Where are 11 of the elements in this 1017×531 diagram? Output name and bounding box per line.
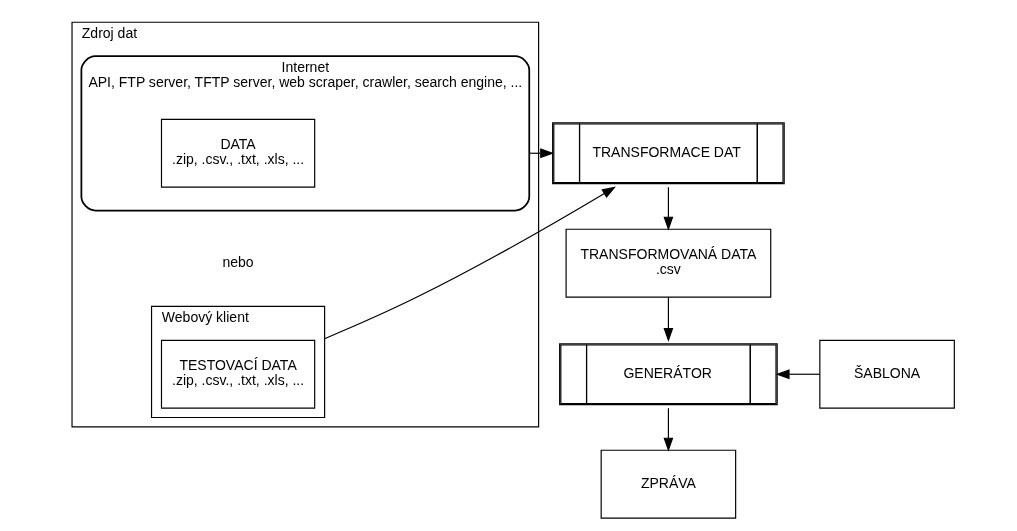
label: nebo — [222, 253, 254, 270]
arrow — [663, 296, 674, 343]
node-box: DATA .zip, .csv., .txt, .xls, ... — [160, 118, 316, 188]
arrow — [663, 186, 674, 231]
node-box: ZPRÁVA — [600, 449, 737, 519]
node-box: TESTOVACÍ DATA .zip, .csv., .txt, .xls, ... — [160, 339, 316, 409]
arrow — [324, 186, 616, 340]
node-box: TRANSFORMOVANÁ DATA .csv — [565, 228, 772, 298]
arrow — [663, 407, 674, 452]
node-box: ŠABLONA — [819, 339, 955, 409]
arrow — [775, 369, 821, 380]
